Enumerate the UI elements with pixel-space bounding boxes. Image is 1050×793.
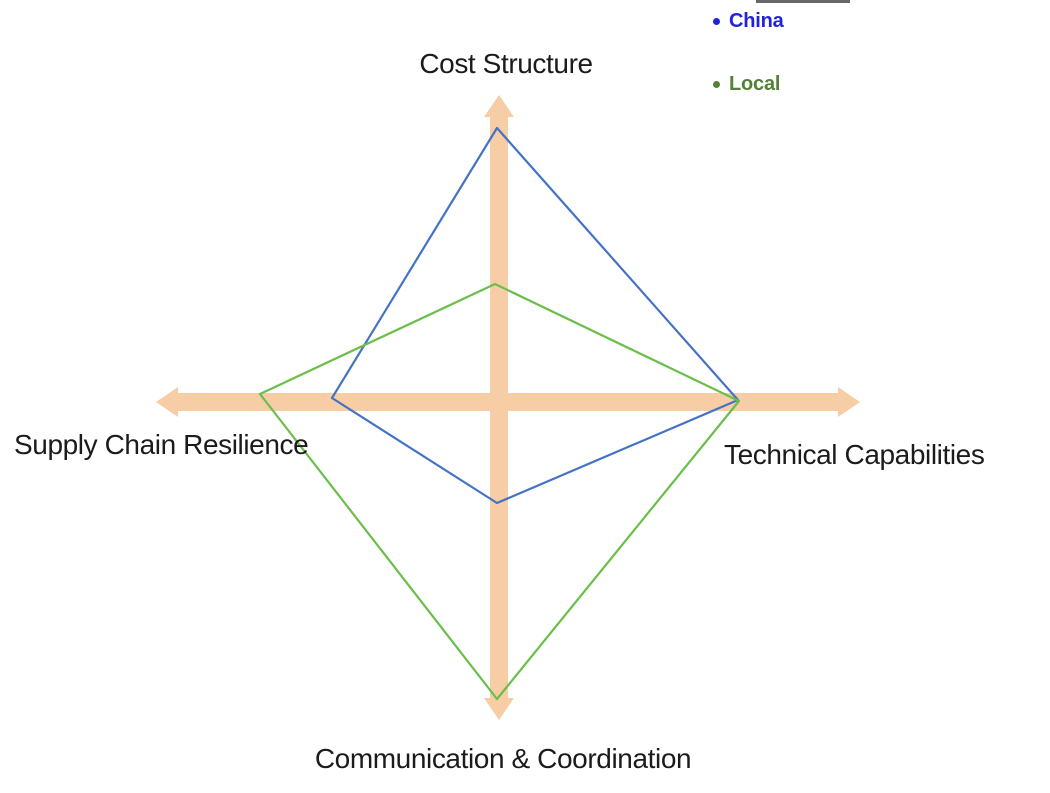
legend-item-local: Local bbox=[713, 73, 780, 96]
legend-bullet-icon bbox=[713, 18, 720, 25]
axis-arrowhead-icon bbox=[838, 387, 860, 417]
legend-item-china: China bbox=[713, 10, 784, 33]
axis-arrowhead-icon bbox=[156, 387, 178, 417]
axis-label-supply-chain-resilience: Supply Chain Resilience bbox=[14, 429, 309, 460]
axis-arrowhead-icon bbox=[484, 95, 514, 117]
axis-arrowhead-icon bbox=[484, 698, 514, 720]
series-polygon-local bbox=[258, 282, 741, 701]
legend-bullet-icon bbox=[713, 81, 720, 88]
cropped-edge-artifact bbox=[756, 0, 850, 3]
axis-label-cost-structure: Cost Structure bbox=[419, 48, 593, 79]
axis-label-technical-capabilities: Technical Capabilities bbox=[724, 439, 985, 470]
series-polygon-china bbox=[330, 126, 740, 505]
legend-label: Local bbox=[729, 73, 781, 95]
axis-label-communication-coordination: Communication & Coordination bbox=[314, 743, 692, 774]
legend-label: China bbox=[729, 10, 784, 32]
